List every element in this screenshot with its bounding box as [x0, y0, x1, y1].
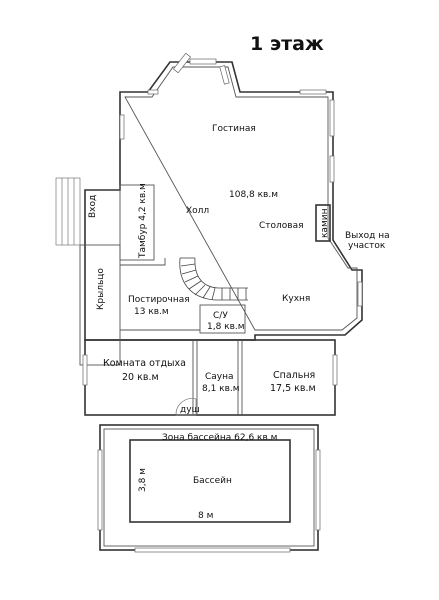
label-laundry: Постирочная [128, 295, 190, 305]
label-pool: Бассейн [193, 476, 232, 486]
label-wc: С/У [213, 311, 228, 321]
floor-title: 1 этаж [250, 33, 324, 55]
label-rest: Комната отдыха [103, 358, 186, 369]
lower-windows [82, 354, 338, 386]
label-shower: душ [180, 405, 200, 415]
pool-basin [129, 439, 291, 523]
label-dining: Столовая [259, 221, 304, 231]
label-wc-area: 1,8 кв.м [207, 322, 245, 332]
label-entrance: Вход [88, 195, 98, 218]
label-bedroom: Спальня [273, 370, 315, 381]
label-pool-length: 8 м [198, 511, 213, 521]
label-rest-area: 20 кв.м [122, 372, 159, 383]
label-vestibule: Тамбур 4,2 кв.м [138, 183, 148, 259]
label-pool-width: 3,8 м [138, 468, 148, 492]
label-total-area: 108,8 кв.м [229, 190, 278, 200]
label-kitchen: Кухня [282, 294, 310, 304]
label-pool-zone: Зона бассейна 62,6 кв.м [162, 433, 277, 443]
entrance-steps [55, 177, 81, 246]
label-living: Гостиная [212, 124, 256, 134]
label-hall: Холл [186, 206, 209, 216]
label-sauna-area: 8,1 кв.м [202, 384, 240, 394]
label-bedroom-area: 17,5 кв.м [270, 383, 316, 394]
label-porch: Крыльцо [96, 268, 106, 310]
fireplace-box [315, 204, 331, 242]
bay-windows [119, 52, 363, 307]
label-exit-2: участок [348, 241, 386, 251]
label-fireplace: камин [320, 208, 330, 238]
label-exit-1: Выход на [345, 231, 390, 241]
pool-zone [97, 424, 321, 553]
label-laundry-area: 13 кв.м [134, 307, 169, 317]
staircase [179, 257, 248, 301]
internal-walls [119, 184, 331, 416]
shower-cabin [175, 398, 197, 416]
label-sauna: Сауна [205, 372, 234, 382]
